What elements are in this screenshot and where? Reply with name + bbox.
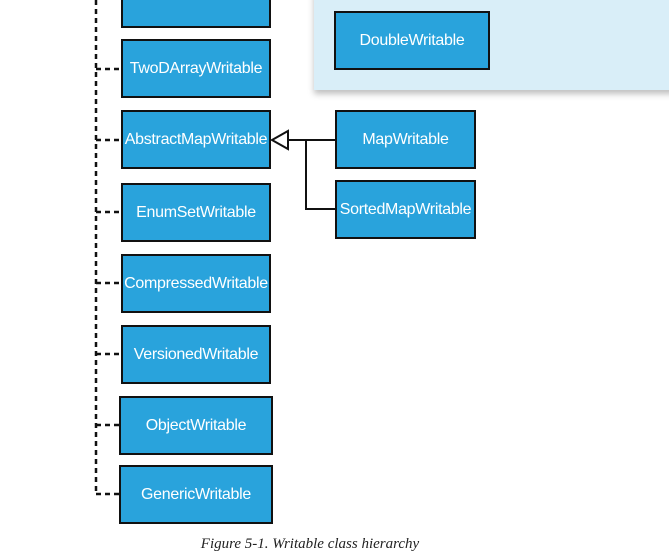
inheritance-arrowhead bbox=[269, 129, 289, 151]
box-versionedwritable: VersionedWritable bbox=[121, 325, 271, 384]
box-sortedmapwritable: SortedMapWritable bbox=[335, 180, 476, 239]
box-twodarraywritable: TwoDArrayWritable bbox=[121, 39, 271, 98]
box-partial-top bbox=[121, 0, 271, 28]
box-enumsetwritable: EnumSetWritable bbox=[121, 183, 271, 242]
box-abstractmapwritable: AbstractMapWritable bbox=[121, 110, 271, 169]
box-objectwritable: ObjectWritable bbox=[119, 396, 273, 455]
figure-caption: Figure 5-1. Writable class hierarchy bbox=[200, 536, 420, 552]
box-compressedwritable: CompressedWritable bbox=[121, 254, 271, 313]
box-doublewritable: DoubleWritable bbox=[334, 11, 490, 70]
solid-line-sortedmapwritable bbox=[305, 140, 335, 210]
box-mapwritable: MapWritable bbox=[335, 110, 476, 169]
box-genericwritable: GenericWritable bbox=[119, 465, 273, 524]
